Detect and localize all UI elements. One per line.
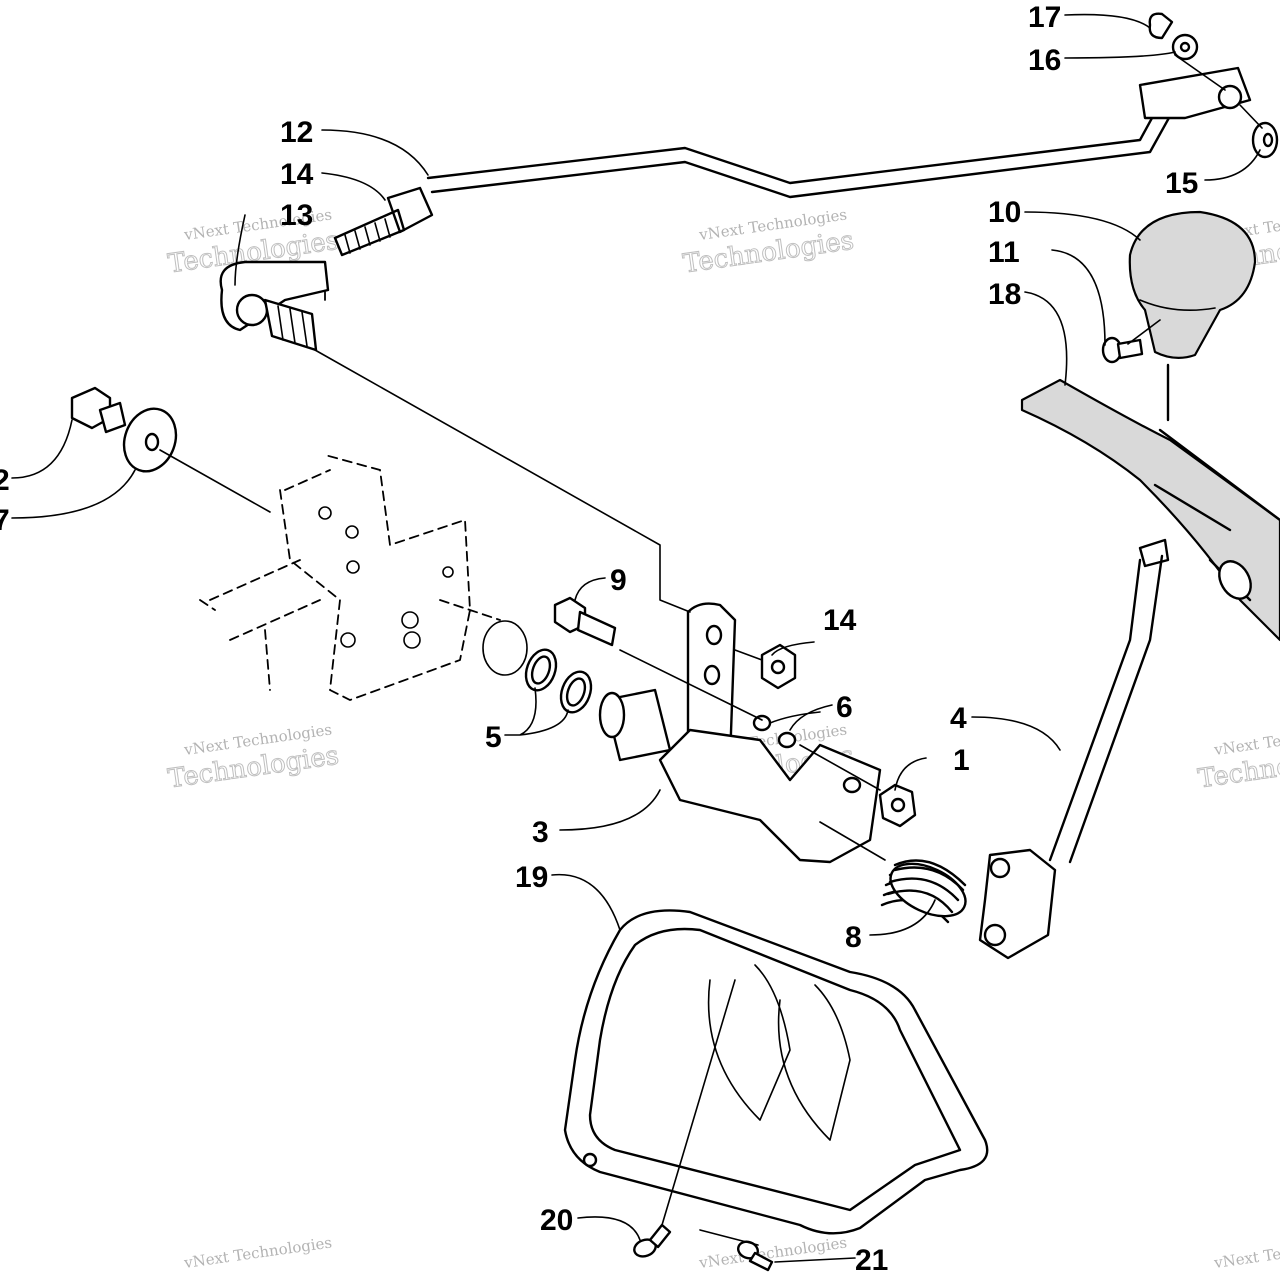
- leader-lines: [11, 13, 1261, 1263]
- callout-13: 13: [280, 199, 313, 232]
- bolt-and-washer: [70, 386, 178, 473]
- pivot-boss: [482, 620, 528, 676]
- clip-and-washers: [1148, 12, 1279, 159]
- callout-14: 14: [823, 604, 857, 637]
- watermark: vNext Technologies Technologies: [1196, 720, 1280, 795]
- fasteners: [752, 643, 917, 828]
- o-rings: [524, 648, 593, 714]
- frame-hole: [340, 632, 356, 648]
- callout-7: 7: [0, 504, 10, 537]
- watermark: vNext Technologies Technologies: [166, 720, 342, 795]
- e-clip: [1148, 12, 1174, 40]
- pivot-shaft-end: [598, 691, 626, 739]
- callout-6: 6: [836, 691, 853, 724]
- callout-2: 2: [0, 464, 10, 497]
- lever-hole: [983, 923, 1007, 947]
- threaded-end: [333, 208, 406, 257]
- frame-hole: [346, 560, 360, 574]
- shift-knob: [1101, 210, 1257, 364]
- watermark: vNext Technologies Technologies: [681, 205, 857, 280]
- shift-rod: [333, 66, 1252, 257]
- callout-20: 20: [540, 1204, 573, 1237]
- spring: [880, 859, 967, 924]
- pivot-assembly: [598, 602, 882, 864]
- guard-hole: [582, 1152, 598, 1168]
- shift-lever: [978, 363, 1280, 960]
- bracket-hole: [1217, 84, 1243, 110]
- callout-17: 17: [1028, 1, 1061, 34]
- pivot-arm-hole: [705, 624, 723, 646]
- pivot-arm-hole: [703, 664, 721, 686]
- callout-labels: 1 2 3 4 5 6 7 8 9 10 11 12 13 14 14 15 1…: [0, 1, 1198, 1277]
- shift-guard: [563, 909, 989, 1235]
- callout-3: 3: [532, 816, 549, 849]
- watermark-text: vNext Technologies: [1212, 1233, 1280, 1272]
- lever-pivot: [1218, 560, 1252, 600]
- callout-19: 19: [515, 861, 548, 894]
- callout-5: 5: [485, 721, 502, 754]
- watermark-text: vNext Technologies: [1212, 720, 1280, 759]
- frame-hole: [345, 525, 359, 539]
- callout-8: 8: [845, 921, 862, 954]
- callout-18: 18: [988, 278, 1021, 311]
- callout-10: 10: [988, 196, 1021, 229]
- washer: [777, 731, 797, 749]
- watermark-text: vNext Technologies: [697, 1233, 848, 1272]
- frame-outline: [199, 261, 528, 701]
- bracket-hole: [842, 776, 862, 794]
- callout-4: 4: [950, 702, 967, 735]
- callout-21: 21: [855, 1244, 888, 1277]
- callout-1: 1: [953, 744, 970, 777]
- shoulder-bolt: [553, 596, 617, 647]
- callout-12: 12: [280, 116, 313, 149]
- callout-14: 14: [280, 158, 314, 191]
- lever-hole: [989, 857, 1011, 879]
- callout-15: 15: [1165, 167, 1198, 200]
- pivot-bracket: [658, 728, 882, 864]
- frame-hole: [442, 566, 454, 578]
- callout-9: 9: [610, 564, 627, 597]
- frame-hole: [401, 611, 419, 629]
- assembly-lines: [159, 54, 1263, 1246]
- frame-hole: [403, 631, 421, 649]
- callout-11: 11: [988, 236, 1020, 269]
- jam-nut: [386, 186, 434, 234]
- rod-end-ball: [235, 293, 269, 327]
- washer-hole: [144, 432, 160, 452]
- frame-hole: [318, 506, 332, 520]
- o-ring: [559, 670, 593, 714]
- callout-16: 16: [1028, 44, 1061, 77]
- watermark: vNext Technologies: [1212, 1233, 1280, 1272]
- watermark: vNext Technologies: [182, 1233, 333, 1272]
- rod-end: [219, 260, 330, 352]
- rod-end-stud: [263, 298, 318, 352]
- watermark: vNext Technologies: [697, 1233, 848, 1272]
- guard-screws: [633, 1223, 774, 1272]
- watermark-text: vNext Technologies: [182, 1233, 333, 1272]
